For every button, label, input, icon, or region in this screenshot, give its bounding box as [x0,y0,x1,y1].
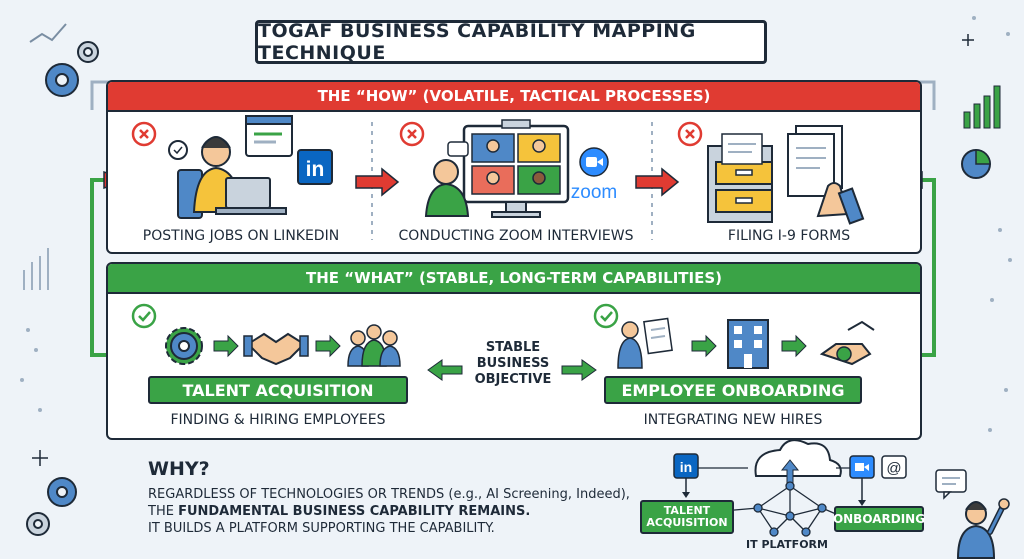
svg-text:@: @ [886,460,901,477]
network-nodes [753,481,827,537]
person-waving-icon [935,469,1010,559]
arrow-right-icon [781,334,807,358]
linkedin-logo-icon: in [673,453,699,479]
bar-chart-icon [963,85,1001,129]
why-line-2: THE FUNDAMENTAL BUSINESS CAPABILITY REMA… [148,504,531,519]
arrow-right-icon [635,167,680,197]
linkedin-logo-icon: in [297,149,333,185]
person-laptop-icon [168,115,293,219]
what-illustrations [131,303,875,369]
gear-icon [26,512,50,536]
arrow-right-icon [691,334,717,358]
talent-acquisition-bar: TALENT ACQUISITION [148,376,408,404]
zoom-logo-icon: zoom [571,147,617,203]
talent-acquisition-desc: FINDING & HIRING EMPLOYEES [170,412,386,428]
double-arrow-icon [427,359,597,381]
email-at-icon: @ [881,455,907,479]
handshake-icon [243,332,309,366]
x-circle-icon [677,121,703,147]
how-label-zoom: CONDUCTING ZOOM INTERVIEWS [398,228,634,244]
employee-onboarding-bar: EMPLOYEE ONBOARDING [604,376,862,404]
video-call-monitor-icon [424,119,570,218]
arrow-right-icon [315,334,341,358]
employee-onboarding-desc: INTEGRATING NEW HIRES [643,412,823,428]
svg-text:in: in [680,459,692,475]
arrow-right-icon [213,334,239,358]
how-label-i9: FILING I-9 FORMS [727,228,851,244]
it-platform-label: IT PLATFORM [746,538,828,551]
trend-line-icon [29,23,67,43]
why-line-1: REGARDLESS OF TECHNOLOGIES OR TRENDS (e.… [148,487,630,502]
person-document-icon [617,317,673,369]
svg-text:zoom: zoom [571,182,617,203]
gear-icon [45,63,79,97]
why-heading: WHY? [148,458,210,480]
gear-icon [77,41,99,63]
page-title: TOGAF BUSINESS CAPABILITY MAPPING TECHNI… [255,20,767,64]
why-line-3: IT BUILDS A PLATFORM SUPPORTING THE CAPA… [148,521,495,536]
how-header: THE “HOW” (VOLATILE, TACTICAL PROCESSES) [108,82,920,112]
hand-coin-icon [819,320,875,366]
gear-icon [47,477,77,507]
it-platform-diagram: in @ [673,439,907,537]
stable-objective-label: STABLE BUSINESS OBJECTIVE [474,340,552,387]
gear-icon [165,327,203,365]
check-circle-icon [131,303,157,329]
svg-text:in: in [306,158,325,181]
team-icon [347,324,401,367]
what-header: THE “WHAT” (STABLE, LONG-TERM CAPABILITI… [108,264,920,294]
pie-chart-icon [961,149,991,179]
platform-onboarding-box: ONBOARDING [833,506,925,532]
how-label-linkedin: POSTING JOBS ON LINKEDIN [142,228,340,244]
sparkle-icon [32,34,974,466]
x-circle-icon [399,121,425,147]
x-circle-icon [131,121,157,147]
check-circle-icon [593,303,619,329]
cloud-icon [754,439,842,477]
video-camera-icon [849,455,875,479]
filing-cabinet-icon [707,125,865,225]
bar-chart-icon [23,248,49,290]
arrow-right-icon [355,167,400,197]
why-text: REGARDLESS OF TECHNOLOGIES OR TRENDS (e.… [148,486,644,537]
how-illustrations: in zoom [131,115,865,240]
office-building-icon [727,319,769,369]
dots-decor [20,16,1012,432]
